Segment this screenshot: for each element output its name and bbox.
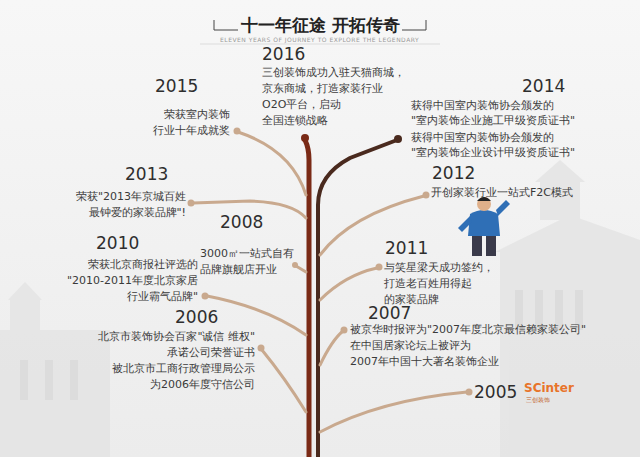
event-text: 荣获北京商报社评选的 — [88, 258, 198, 272]
event-text: 开创家装行业一站式F2C模式 — [431, 186, 573, 200]
event-text: 打造老百姓用得起 — [384, 277, 472, 291]
event-text: 3000㎡一站式自有 — [200, 247, 294, 261]
event-text: 三创装饰成功入驻天猫商城， — [262, 66, 405, 80]
logo-text: SCinter — [524, 381, 574, 395]
year-label: 2010 — [96, 233, 139, 253]
event-text: 品牌旗舰店开业 — [200, 263, 277, 277]
event-text: 行业霸气品牌" — [127, 290, 198, 304]
event-text: 承诺公司荣誉证书 — [167, 346, 255, 360]
year-label: 2014 — [522, 76, 565, 96]
event-text: 获得中国室内装饰协会颁发的 — [411, 99, 554, 113]
event-text: 荣获"2013年京城百姓 — [76, 190, 186, 204]
event-text: 行业十年成就奖 — [153, 124, 230, 138]
year-label: 2007 — [368, 303, 411, 323]
logo-subtext: 三创装饰 — [526, 396, 550, 404]
event-text: "室内装饰企业施工甲级资质证书" — [411, 114, 575, 128]
event-text: 与笑星梁天成功签约， — [384, 261, 494, 275]
year-label: 2006 — [175, 307, 218, 327]
page-title: 十一年征途 开拓传奇 — [241, 14, 400, 36]
event-text: O2O平台，启动 — [262, 98, 341, 112]
year-label: 2015 — [155, 76, 198, 96]
event-text: 京东商城，打造家装行业 — [262, 82, 383, 96]
event-text: 为2006年度守信公司 — [150, 378, 255, 392]
event-text: 2007年中国十大著名装饰企业 — [350, 355, 499, 369]
event-text: 获得中国室内装饰协会颁发的 — [411, 131, 554, 145]
year-label: 2005 — [474, 382, 517, 402]
event-text: 被京华时报评为"2007年度北京最信赖家装公司" — [350, 323, 586, 337]
event-text: 被北京市工商行政管理局公示 — [112, 362, 255, 376]
event-text: 全国连锁战略 — [262, 114, 328, 128]
event-text: "室内装饰企业设计甲级资质证书" — [411, 146, 575, 160]
year-label: 2016 — [262, 44, 305, 64]
year-label: 2012 — [432, 163, 475, 183]
event-text: 北京市装饰协会百家"诚信 维权" — [98, 330, 255, 344]
person-photo — [458, 197, 510, 256]
year-label: 2011 — [385, 238, 428, 258]
event-text: "2010-2011年度北京家居 — [67, 274, 198, 288]
year-label: 2008 — [220, 212, 263, 232]
year-label: 2013 — [125, 164, 168, 184]
event-text: 在中国居家论坛上被评为 — [350, 339, 471, 353]
subtitle: ELEVEN YEARS OF JOURNEY TO EXPLORE THE L… — [220, 36, 419, 44]
event-text: 荣获室内装饰 — [164, 108, 230, 122]
event-text: 最钟爱的家装品牌"! — [89, 206, 186, 220]
